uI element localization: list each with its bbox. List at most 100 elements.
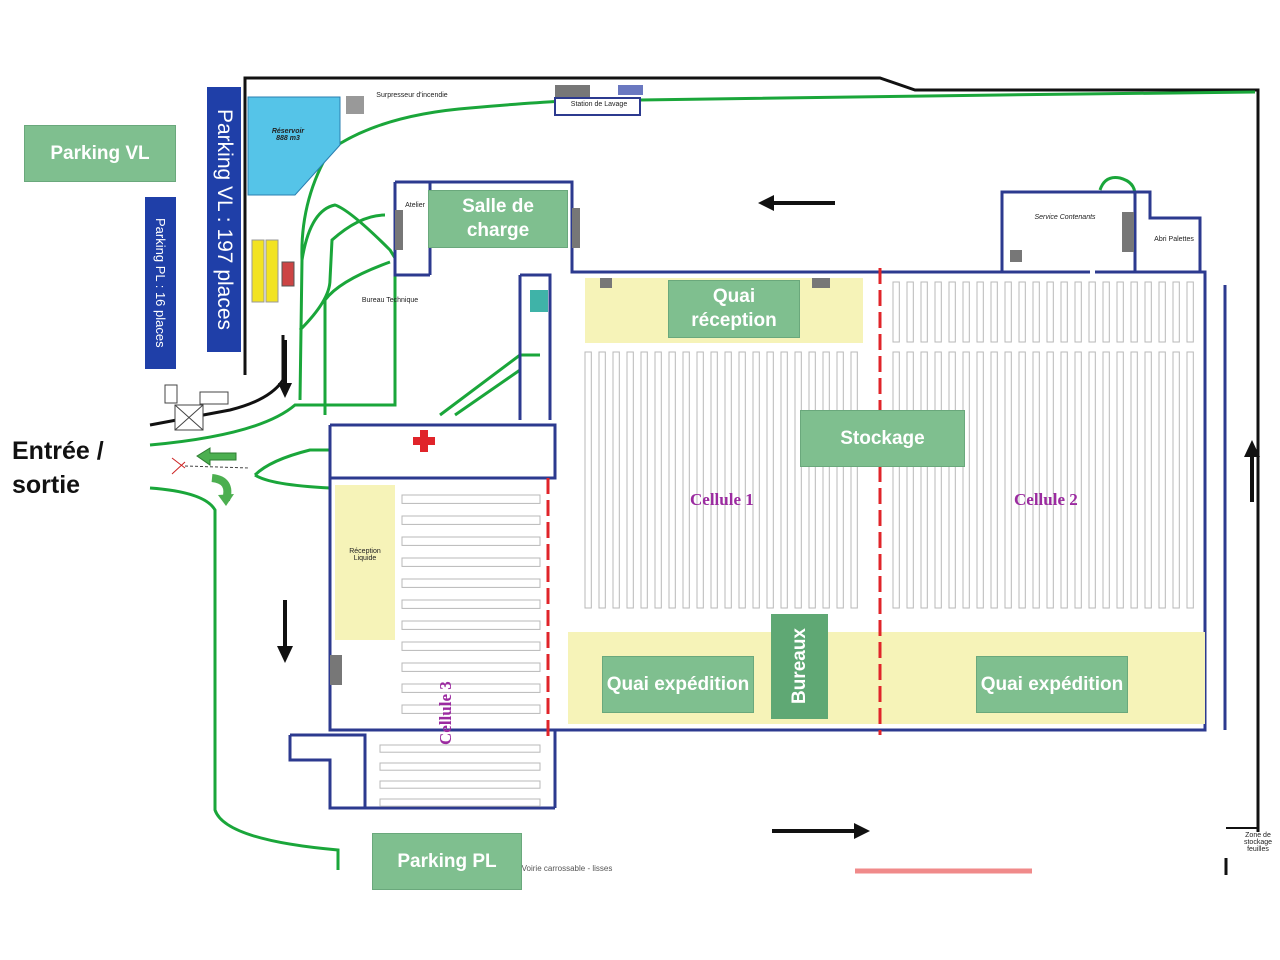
- property-boundary: [243, 76, 1260, 832]
- rack-row: [1144, 281, 1152, 343]
- rack-row: [850, 351, 858, 609]
- rack-row: [1130, 281, 1138, 343]
- rack-row: [1018, 351, 1026, 609]
- rack-row: [696, 351, 704, 609]
- rack-row: [920, 281, 928, 343]
- rack-row: [1032, 281, 1040, 343]
- rack-row: [962, 351, 970, 609]
- rack-row: [401, 599, 541, 609]
- quai-reception-label: Quai réception: [668, 280, 800, 338]
- rack-row: [1046, 351, 1054, 609]
- rack-row: [934, 351, 942, 609]
- rack-row: [1116, 281, 1124, 343]
- rack-row: [808, 351, 816, 609]
- rack-row: [379, 744, 541, 753]
- rack-row: [1060, 351, 1068, 609]
- salle-de-charge-label: Salle de charge: [428, 190, 568, 248]
- rack-row: [710, 351, 718, 609]
- rack-row: [724, 351, 732, 609]
- rack-row: [379, 762, 541, 771]
- rack-row: [626, 351, 634, 609]
- rack-row: [794, 351, 802, 609]
- rack-row: [1074, 281, 1082, 343]
- bureaux-text: Bureaux: [788, 628, 810, 705]
- rack-row: [948, 351, 956, 609]
- rack-row: [1158, 281, 1166, 343]
- rack-row: [1144, 351, 1152, 609]
- station-lavage-label: Station de Lavage: [570, 101, 628, 108]
- rack-row: [1186, 281, 1194, 343]
- rack-row: [1060, 281, 1068, 343]
- service-contentants-label: Service Contenants: [1034, 214, 1096, 221]
- rack-row: [654, 351, 662, 609]
- storage-racks: [379, 281, 1194, 807]
- rack-row: [401, 620, 541, 630]
- rack-row: [934, 281, 942, 343]
- rack-row: [1130, 351, 1138, 609]
- rack-row: [379, 780, 541, 789]
- rack-row: [962, 281, 970, 343]
- entrance-arrows: [196, 447, 237, 506]
- quai-expedition-right-label: Quai expédition: [976, 656, 1128, 713]
- rack-row: [401, 557, 541, 567]
- rack-row: [1046, 281, 1054, 343]
- zone-stockage-label: Zone de stockage feuilles: [1243, 832, 1273, 853]
- rack-row: [990, 281, 998, 343]
- rack-row: [1004, 351, 1012, 609]
- rack-row: [1088, 351, 1096, 609]
- bureaux-label: Bureaux: [771, 614, 828, 719]
- liquid-reception-zone: [335, 485, 395, 640]
- rack-row: [822, 351, 830, 609]
- rack-row: [892, 351, 900, 609]
- rack-row: [640, 351, 648, 609]
- rack-row: [401, 704, 541, 714]
- parking-vl-197-banner: Parking VL : 197 places: [207, 87, 241, 352]
- rack-row: [401, 578, 541, 588]
- entrance-road-edge: [149, 335, 285, 427]
- rack-row: [612, 351, 620, 609]
- rack-row: [976, 351, 984, 609]
- rack-row: [401, 641, 541, 651]
- rack-row: [1102, 351, 1110, 609]
- rack-row: [780, 351, 788, 609]
- rack-row: [401, 662, 541, 672]
- quai-expedition-left-label: Quai expédition: [602, 656, 754, 713]
- atelier-label: Atelier: [405, 202, 425, 209]
- rack-row: [584, 351, 592, 609]
- rack-row: [401, 683, 541, 693]
- rack-row: [1032, 351, 1040, 609]
- firewalls: [546, 268, 882, 740]
- rack-row: [1088, 281, 1096, 343]
- rack-row: [401, 536, 541, 546]
- rack-row: [738, 351, 746, 609]
- rack-row: [668, 351, 676, 609]
- voirie-label: Voirie carrossable - lisses: [521, 864, 613, 873]
- cellule-1-label: Cellule 1: [690, 490, 754, 509]
- rack-row: [1102, 281, 1110, 343]
- rack-row: [598, 351, 606, 609]
- rack-row: [906, 281, 914, 343]
- rack-row: [1018, 281, 1026, 343]
- rack-row: [948, 281, 956, 343]
- parking-pl-16-text: Parking PL : 16 places: [153, 218, 168, 348]
- rack-row: [892, 281, 900, 343]
- traffic-arrows: [277, 195, 1260, 839]
- reservoir-basin: [247, 96, 341, 196]
- reception-liquide-label: Réception Liquide: [349, 548, 381, 562]
- rack-row: [682, 351, 690, 609]
- rack-row: [766, 351, 774, 609]
- rack-row: [836, 351, 844, 609]
- rack-row: [976, 281, 984, 343]
- parking-pl-16-banner: Parking PL : 16 places: [145, 197, 176, 369]
- parking-pl-label: Parking PL: [372, 833, 522, 890]
- rack-row: [1158, 351, 1166, 609]
- stockage-label: Stockage: [800, 410, 965, 467]
- bureau-technique-label: Bureau Technique: [361, 297, 419, 304]
- cellule-3-label: Cellule 3: [436, 681, 455, 745]
- cellule-2-label: Cellule 2: [1014, 490, 1078, 509]
- rack-row: [401, 494, 541, 504]
- rack-row: [1116, 351, 1124, 609]
- rack-row: [1074, 351, 1082, 609]
- rack-row: [401, 515, 541, 525]
